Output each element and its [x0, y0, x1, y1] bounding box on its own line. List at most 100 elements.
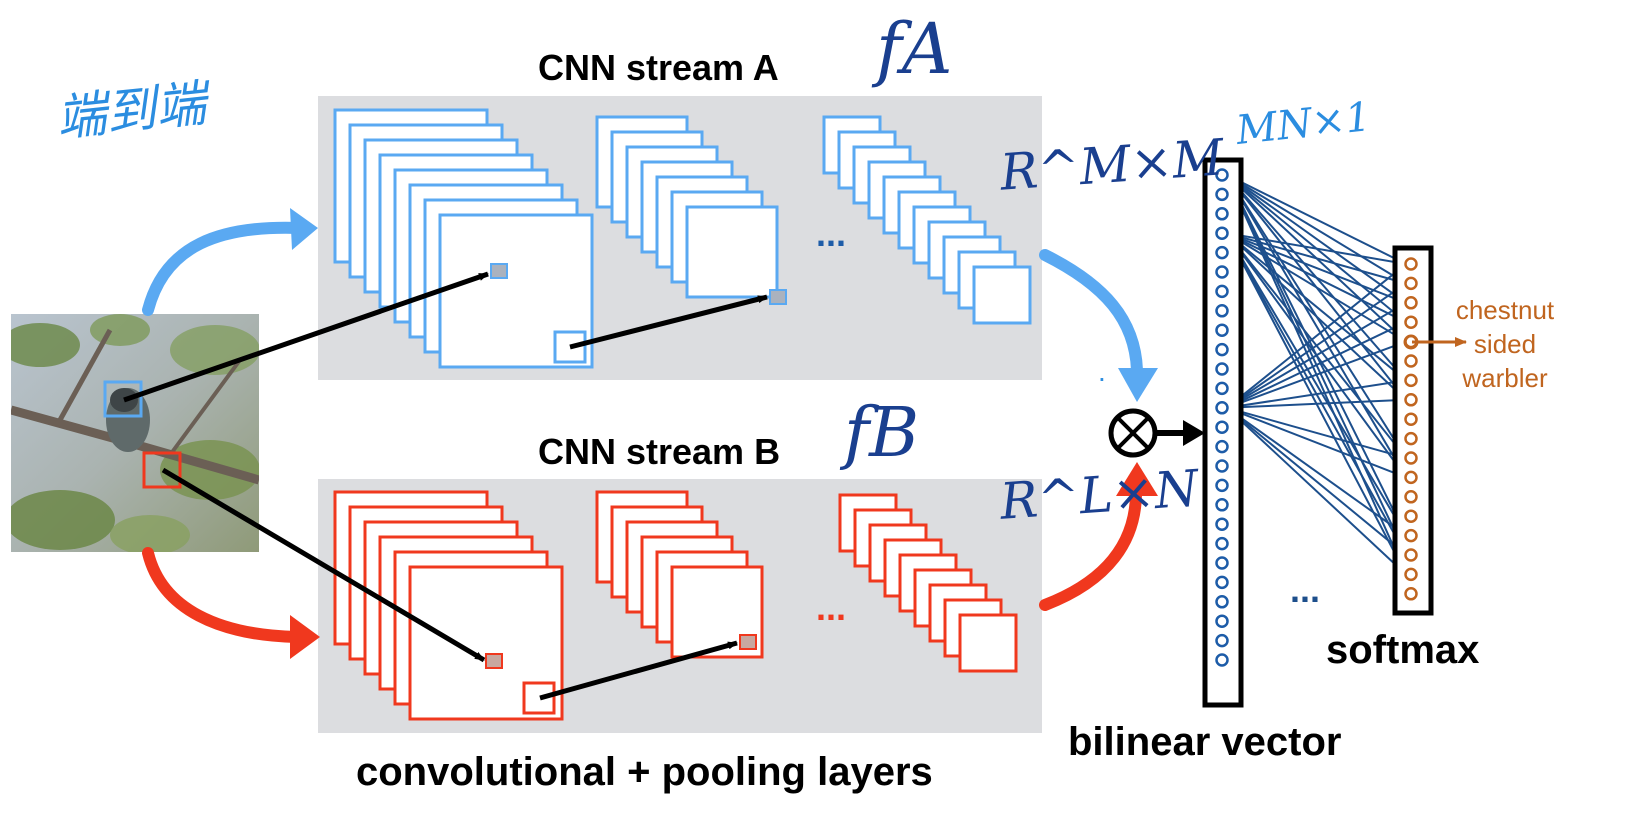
- connection-4-8: [1226, 232, 1407, 401]
- stream-b-stack-3-map-9: [958, 613, 1018, 673]
- ellipsis-stream-b: ...: [816, 587, 847, 628]
- output-line-3: warbler: [1462, 362, 1548, 393]
- stream-b-layer1-patch: [522, 681, 556, 715]
- softmax-node-8: [1404, 393, 1418, 407]
- connection-1-1: [1226, 174, 1407, 265]
- connection-13-8: [1226, 398, 1407, 409]
- bilinear-node-4: [1215, 226, 1229, 240]
- bilinear-node-2: [1215, 187, 1229, 202]
- softmax-node-3: [1404, 296, 1418, 310]
- stream-b-arrow-2: [539, 640, 738, 701]
- stream-a-stack-2-map-7: [685, 205, 779, 299]
- circle-times-icon: [1108, 408, 1158, 458]
- softmax-node-2: [1404, 276, 1418, 291]
- stream-a-layer1-patch: [553, 330, 587, 364]
- bilinear-node-3: [1215, 207, 1229, 221]
- bilinear-node-20: [1215, 536, 1229, 551]
- softmax-node-10: [1404, 431, 1418, 446]
- bilinear-node-11: [1215, 362, 1229, 376]
- bilinear-node-9: [1215, 323, 1229, 337]
- stream-a-layer2-unit: [769, 289, 787, 305]
- softmax-node-12: [1404, 470, 1418, 485]
- stream-a-arrow-1: [123, 271, 489, 403]
- output-line-2: sided: [1473, 328, 1537, 359]
- stream-b-input-arrowhead: [290, 615, 320, 659]
- bilinear-node-22: [1215, 575, 1229, 590]
- bilinear-node-25: [1215, 633, 1229, 648]
- softmax-node-11: [1404, 451, 1418, 465]
- connection-13-5: [1226, 340, 1407, 409]
- connection-1-12: [1226, 174, 1407, 478]
- stream-b-input-patch: [142, 451, 182, 489]
- stream-a-output-arrow: [1039, 249, 1143, 376]
- bilinear-node-8: [1215, 304, 1229, 318]
- bilinear-node-12: [1215, 381, 1229, 396]
- stream-a-title: CNN stream A: [538, 47, 779, 88]
- stream-a-arrow-2: [569, 294, 768, 350]
- handwritten-r-b: R^L×N: [998, 459, 1201, 531]
- ellipsis-stream-a: ...: [816, 213, 847, 254]
- connection-13-11: [1226, 406, 1407, 459]
- stream-b-layer1-unit: [485, 653, 503, 669]
- connection-13-16: [1226, 407, 1407, 556]
- bilinear-node-26: [1215, 653, 1229, 667]
- softmax-node-1: [1404, 257, 1418, 271]
- output-line-1: chestnut: [1455, 295, 1555, 325]
- bilinear-node-10: [1215, 342, 1229, 357]
- connection-13-2: [1226, 282, 1407, 409]
- stream-b-output-arrowhead: [1116, 462, 1158, 496]
- softmax-node-13: [1404, 490, 1418, 504]
- softmax-node-7: [1404, 373, 1418, 388]
- bilinear-node-23: [1215, 595, 1229, 609]
- connection-13-1: [1226, 263, 1407, 409]
- connection-13-17: [1226, 407, 1407, 576]
- product-to-vector-arrowhead: [1183, 420, 1205, 446]
- stream-a-output-arrowhead: [1118, 368, 1158, 402]
- connection-1-2: [1226, 174, 1407, 285]
- bilinear-node-5: [1215, 245, 1229, 260]
- stream-a-input-patch: [103, 380, 143, 418]
- connection-13-3: [1226, 301, 1407, 409]
- connection-4-1: [1226, 232, 1407, 265]
- connection-13-15: [1226, 406, 1407, 537]
- stream-b-input-arrow: [142, 547, 302, 643]
- softmax-node-18: [1404, 587, 1418, 601]
- connection-4-15: [1226, 232, 1407, 537]
- stream-b-output-arrow: [1039, 489, 1142, 611]
- softmax-node-15: [1404, 528, 1418, 543]
- stream-a-input-arrowhead: [290, 208, 318, 250]
- handwritten-f-b: fB: [844, 394, 920, 473]
- bilinear-node-15: [1215, 439, 1229, 454]
- bilinear-node-7: [1215, 284, 1229, 299]
- bilinear-node-1: [1215, 168, 1229, 182]
- bilinear-node-21: [1215, 556, 1229, 570]
- bird-photo-image: [11, 314, 259, 552]
- bilinear-vector-label: bilinear vector: [1068, 720, 1342, 764]
- stray-dot: .: [1098, 356, 1106, 387]
- handwritten-end-to-end: 端到端: [53, 74, 209, 148]
- softmax-label: softmax: [1326, 628, 1480, 672]
- stream-b-title: CNN stream B: [538, 431, 781, 472]
- softmax-node-17: [1404, 567, 1418, 582]
- connection-13-4: [1226, 321, 1407, 409]
- bilinear-node-13: [1215, 401, 1229, 415]
- stream-a-stack-3-map-11: [972, 265, 1032, 325]
- softmax-node-4: [1404, 315, 1418, 329]
- connection-4-5: [1226, 232, 1407, 343]
- connection-4-4: [1226, 232, 1407, 324]
- softmax-node-14: [1404, 509, 1418, 523]
- bilinear-node-24: [1215, 614, 1229, 628]
- softmax-node-9: [1404, 412, 1418, 426]
- bilinear-node-17: [1215, 478, 1229, 493]
- connection-1-3: [1226, 174, 1407, 304]
- softmax-node-6: [1404, 354, 1418, 368]
- connection-13-12: [1226, 406, 1407, 479]
- connection-4-7: [1226, 232, 1407, 382]
- stream-a-layer1-unit: [490, 263, 508, 279]
- bilinear-node-16: [1215, 459, 1229, 473]
- conv-pool-label: convolutional + pooling layers: [356, 750, 933, 794]
- stream-b-stack-1-map-6: [408, 565, 564, 721]
- bilinear-node-19: [1215, 517, 1229, 531]
